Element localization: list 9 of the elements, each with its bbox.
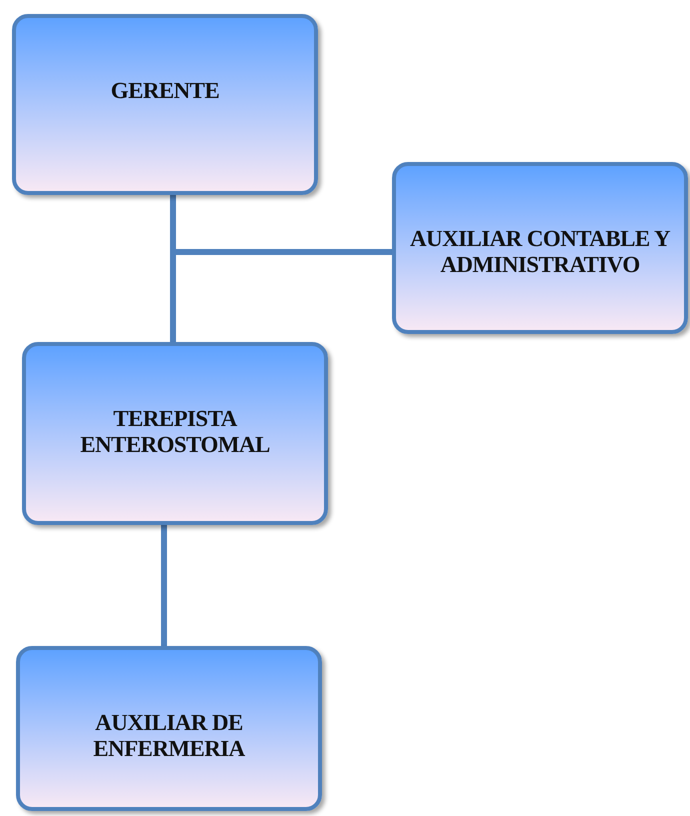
position-title: GERENTE (110, 78, 220, 104)
position-title: AUXILIAR DE ENFERMERIA (92, 710, 246, 762)
connector-line (161, 525, 167, 646)
position-box (16, 646, 322, 811)
position-box (12, 14, 318, 195)
position-box (22, 342, 328, 525)
position-title: TEREPISTA ENTEROSTOMAL (79, 406, 271, 458)
position-title: AUXILIAR CONTABLE Y ADMINISTRATIVO (409, 226, 672, 278)
position-box (392, 162, 688, 334)
